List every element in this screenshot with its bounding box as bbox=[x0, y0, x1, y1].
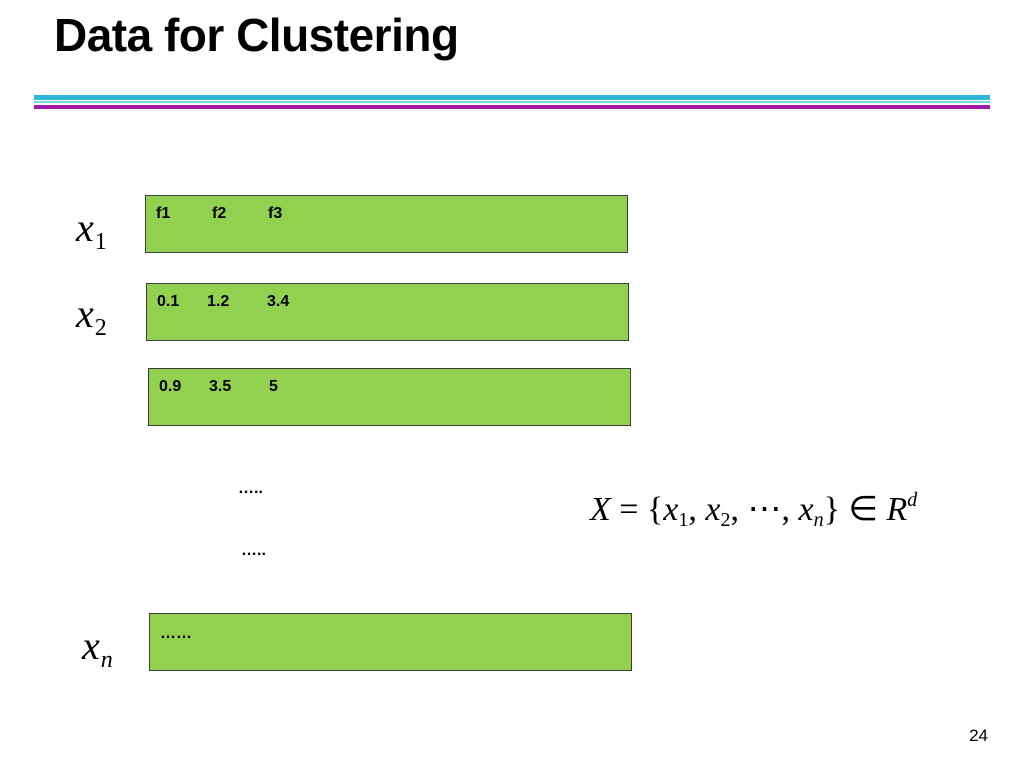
ellipsis-2: ….. bbox=[241, 542, 266, 559]
ellipsis-1: ….. bbox=[238, 480, 263, 497]
row-label-xn: xn bbox=[82, 623, 113, 673]
cell: f1 bbox=[156, 205, 171, 222]
title-divider-cyan bbox=[34, 95, 990, 100]
cell: 0.9 bbox=[159, 378, 182, 395]
cell: 3.4 bbox=[267, 293, 290, 310]
data-row-2: 0.1 1.2 3.4 bbox=[146, 283, 629, 341]
page-number: 24 bbox=[969, 726, 988, 745]
cell: 0.1 bbox=[157, 293, 180, 310]
cell: 1.2 bbox=[207, 293, 230, 310]
title-divider-magenta bbox=[34, 105, 990, 109]
row-label-x1: x1 bbox=[76, 205, 107, 255]
cell: f2 bbox=[212, 205, 227, 222]
dataset-formula: X = {x1, x2, ⋯, xn} ∈ Rd bbox=[590, 489, 918, 531]
data-row-3: 0.9 3.5 5 bbox=[148, 368, 631, 426]
data-row-n: …… bbox=[149, 613, 632, 671]
row-label-x2: x2 bbox=[76, 291, 107, 341]
cell: 3.5 bbox=[209, 378, 232, 395]
slide-title: Data for Clustering bbox=[54, 9, 459, 61]
cell: f3 bbox=[268, 205, 283, 222]
data-row-1: f1 f2 f3 bbox=[145, 195, 628, 253]
cell: …… bbox=[160, 625, 192, 642]
cell: 5 bbox=[269, 378, 278, 395]
title-divider-light bbox=[34, 101, 990, 103]
